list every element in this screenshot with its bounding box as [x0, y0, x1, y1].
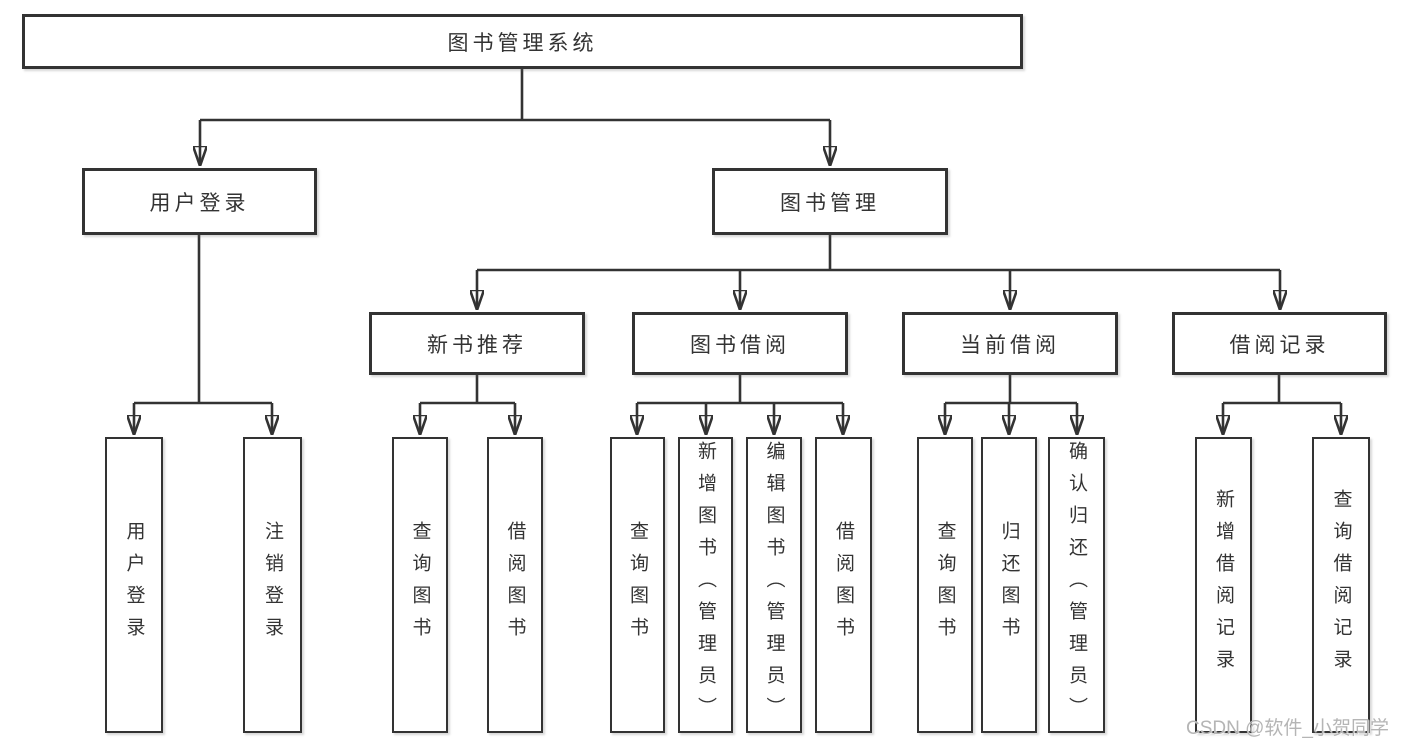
node-label: 用户登录	[123, 521, 145, 649]
node-library-management-system: 图书管理系统	[22, 14, 1023, 69]
node-label: 借阅图书	[504, 521, 526, 649]
node-label: 查询图书	[627, 521, 648, 649]
leaf-query-books-1: 查询图书	[392, 437, 448, 733]
node-borrowing-records: 借阅记录	[1172, 312, 1387, 375]
node-label: 查询图书	[409, 521, 431, 649]
node-label: 新增借阅记录	[1213, 489, 1234, 681]
node-book-borrowing: 图书借阅	[632, 312, 848, 375]
leaf-query-borrow-record: 查询借阅记录	[1312, 437, 1370, 733]
node-label: 归还图书	[998, 521, 1020, 649]
node-label: 当前借阅	[960, 333, 1060, 357]
leaf-edit-book-admin: 编辑图书（管理员）	[746, 437, 802, 733]
node-label: 借阅记录	[1229, 333, 1330, 357]
node-label: 图书借阅	[690, 333, 790, 357]
leaf-add-borrow-record: 新增借阅记录	[1195, 437, 1252, 733]
node-current-borrowing: 当前借阅	[902, 312, 1118, 375]
leaf-confirm-return-admin: 确认归还（管理员）	[1048, 437, 1105, 733]
node-label: 图书管理系统	[447, 31, 598, 55]
leaf-user-login: 用户登录	[105, 437, 163, 733]
node-book-management: 图书管理	[712, 168, 948, 235]
node-label: 确认归还（管理员）	[1066, 441, 1087, 729]
node-label: 查询借阅记录	[1330, 489, 1352, 681]
leaf-query-books-2: 查询图书	[610, 437, 665, 733]
node-label: 查询图书	[934, 521, 956, 649]
node-label: 用户登录	[149, 191, 250, 215]
node-label: 注销登录	[262, 521, 283, 649]
csdn-watermark: CSDN @软件_小贺同学	[1186, 718, 1389, 739]
node-label: 编辑图书（管理员）	[763, 441, 785, 729]
node-label: 图书管理	[780, 191, 880, 215]
leaf-return-book: 归还图书	[981, 437, 1037, 733]
leaf-query-books-3: 查询图书	[917, 437, 973, 733]
leaf-borrow-books-1: 借阅图书	[487, 437, 543, 733]
node-label: 新书推荐	[427, 333, 527, 357]
node-label: 新增图书（管理员）	[695, 441, 716, 729]
node-label: 借阅图书	[833, 521, 854, 649]
leaf-logout: 注销登录	[243, 437, 302, 733]
node-new-book-recommend: 新书推荐	[369, 312, 585, 375]
leaf-add-book-admin: 新增图书（管理员）	[678, 437, 733, 733]
node-user-login: 用户登录	[82, 168, 317, 235]
leaf-borrow-books-2: 借阅图书	[815, 437, 872, 733]
